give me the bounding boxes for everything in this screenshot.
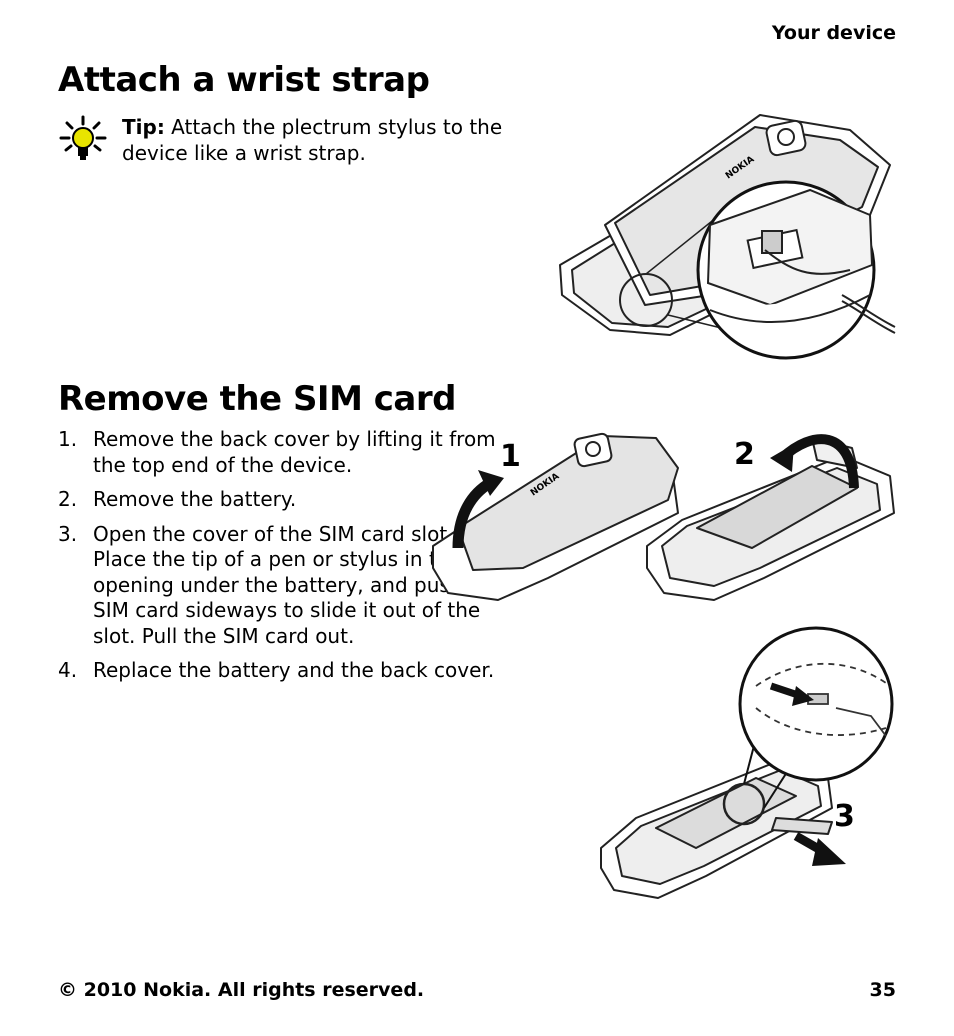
heading-remove-sim: Remove the SIM card (58, 379, 456, 419)
list-item: 2.Remove the battery. (58, 487, 297, 511)
figure-label-3: 3 (834, 799, 855, 834)
lightbulb-icon (59, 115, 107, 160)
tip-text: Tip: Attach the plectrum stylus to the d… (122, 114, 522, 166)
section-header: Your device (771, 22, 896, 44)
list-item: 1.Remove the back cover by lifting it fr… (58, 427, 496, 477)
page-number: 35 (869, 979, 896, 1001)
figure-label-2: 2 (734, 437, 755, 472)
step1-illustration: NOKIA 1 (432, 432, 679, 601)
tip-label: Tip: (122, 115, 165, 139)
sim-steps-list: 1.Remove the back cover by lifting it fr… (58, 427, 508, 693)
copyright-footer: © 2010 Nokia. All rights reserved. (58, 979, 425, 1001)
step3-illustration: 3 (600, 626, 894, 899)
wrist-strap-illustration: NOKIA (559, 114, 896, 360)
list-item: 3.Open the cover of the SIM card slot. P… (58, 521, 502, 648)
step2-illustration: 2 (646, 434, 895, 601)
heading-wrist-strap: Attach a wrist strap (58, 60, 430, 100)
list-item: 4.Replace the battery and the back cover… (58, 658, 495, 682)
tip-body: Attach the plectrum stylus to the device… (122, 115, 503, 165)
figure-label-1: 1 (500, 439, 521, 474)
